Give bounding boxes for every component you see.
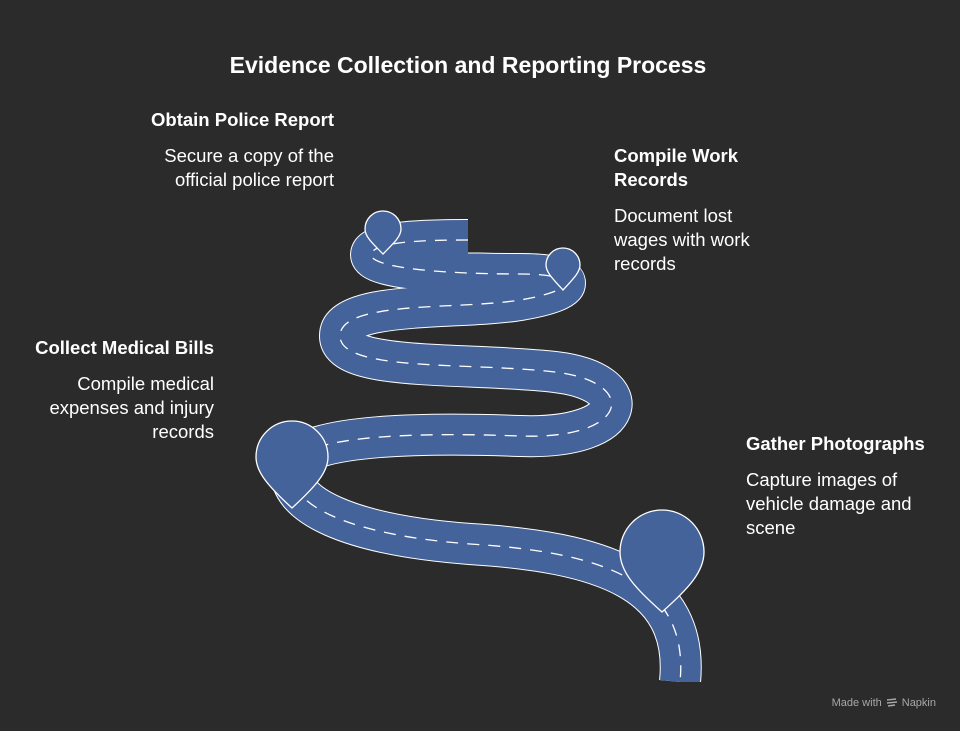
step-title: Obtain Police Report <box>151 109 334 130</box>
made-with-credit: Made with Napkin <box>832 697 936 709</box>
pin-police-report <box>364 210 402 255</box>
step-description: Capture images of vehicle damage and sce… <box>746 469 912 538</box>
step-description: Compile medical expenses and injury reco… <box>49 373 214 442</box>
step-title: Gather Photographs <box>746 433 925 454</box>
pin-photographs <box>619 509 705 613</box>
pin-medical-bills <box>255 420 329 509</box>
step-description: Document lost wages with work records <box>614 205 750 274</box>
diagram-title: Evidence Collection and Reporting Proces… <box>229 52 707 78</box>
step-title: Compile Work Records <box>614 145 739 190</box>
credit-text: Made with <box>831 697 882 709</box>
step-work-records: Compile Work Records Document lost wages… <box>614 144 774 276</box>
road-centerline <box>290 239 682 683</box>
step-photographs: Gather Photographs Capture images of veh… <box>746 432 936 540</box>
credit-brand: Napkin <box>901 697 936 709</box>
napkin-logo-icon <box>886 698 897 707</box>
winding-road <box>270 219 702 685</box>
pin-work-records <box>545 247 581 291</box>
step-title: Collect Medical Bills <box>35 337 214 358</box>
step-police-report: Obtain Police Report Secure a copy of th… <box>134 108 334 192</box>
step-description: Secure a copy of the official police rep… <box>164 145 334 190</box>
step-medical-bills: Collect Medical Bills Compile medical ex… <box>24 336 214 444</box>
